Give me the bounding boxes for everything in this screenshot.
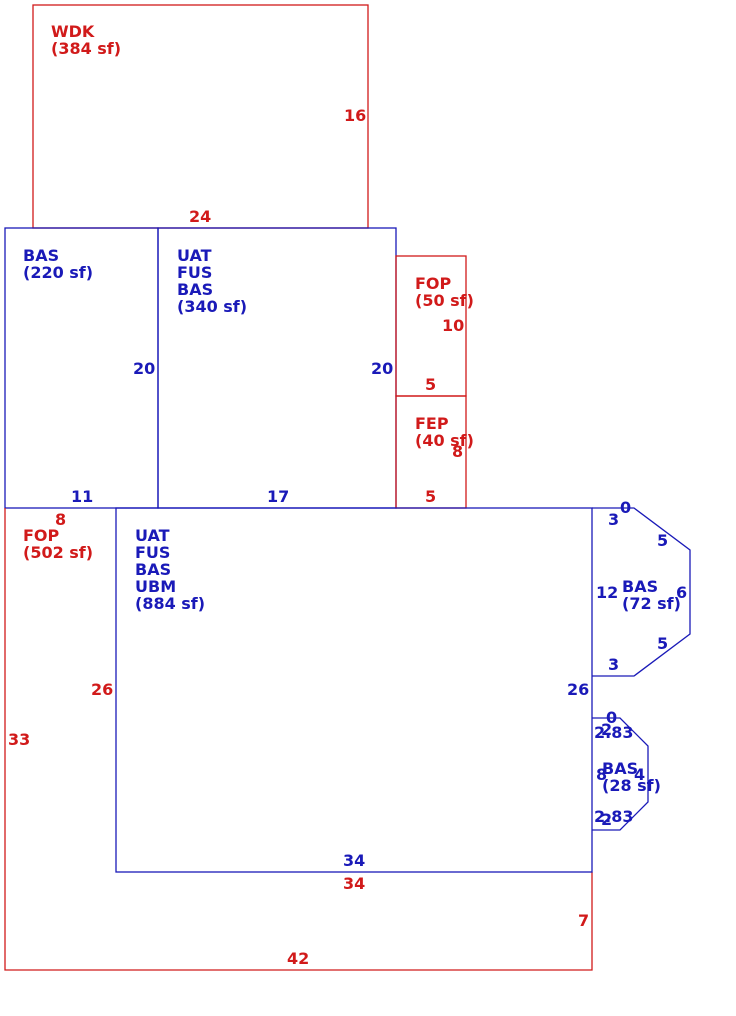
dim-fop-large-inner-side: 26	[91, 680, 113, 699]
dim-bas72-bottom-3: 3	[608, 655, 619, 674]
dim-bas28-bottom-2: 2	[601, 810, 612, 829]
dim-fop-large-top: 8	[55, 510, 66, 529]
dim-fep-bottom: 5	[425, 487, 436, 506]
dim-fop-small-bottom: 5	[425, 375, 436, 394]
dim-fop-large-outer-side: 33	[8, 730, 30, 749]
dim-fop-large-inner-bottom: 34	[343, 874, 365, 893]
dim-bas72-top-0: 0	[620, 498, 631, 517]
dim-bas72-inner: 12	[596, 583, 618, 602]
bas-28-area-label: BAS (28 sf)	[602, 759, 661, 795]
dim-wdk-side: 16	[344, 106, 366, 125]
bas-72-area-label: BAS (72 sf)	[622, 577, 681, 613]
bas-72-outline	[592, 507, 691, 677]
fop-small-area-label: FOP (50 sf)	[415, 274, 474, 310]
dim-wdk-bottom: 24	[189, 207, 211, 226]
fop-large-area-label: FOP (502 sf)	[23, 526, 93, 562]
dim-bas72-right: 6	[676, 583, 687, 602]
dim-bas28-top-0: 0	[606, 708, 617, 727]
dim-main-bottom: 34	[343, 851, 365, 870]
dim-bas28-top-283: 2.83	[594, 723, 633, 742]
fop-large-outline	[4, 508, 593, 971]
dim-fop-large-right: 7	[578, 911, 589, 930]
dim-bas72-top-3: 3	[608, 510, 619, 529]
dim-main-right: 26	[567, 680, 589, 699]
main-area-label: UAT FUS BAS UBM (884 sf)	[135, 526, 205, 613]
bas-left-area-label: BAS (220 sf)	[23, 246, 93, 282]
fep-area-label: FEP (40 sf)	[415, 414, 474, 450]
dim-bas-left-side: 20	[133, 359, 155, 378]
dim-bas72-diag-bottom: 5	[657, 634, 668, 653]
bas-mid-area-label: UAT FUS BAS (340 sf)	[177, 246, 247, 316]
dim-bas-left-bottom: 11	[71, 487, 93, 506]
main-outline	[115, 507, 593, 873]
bas-28-outline	[592, 717, 649, 831]
dim-bas-mid-side: 20	[371, 359, 393, 378]
dim-bas28-bottom-283: 2.83	[594, 807, 633, 826]
dim-bas72-diag-top: 5	[657, 531, 668, 550]
wdk-area-label: WDK (384 sf)	[51, 22, 121, 58]
dim-bas-mid-bottom: 17	[267, 487, 289, 506]
dim-fop-large-bottom: 42	[287, 949, 309, 968]
dim-fop-small-side: 10	[442, 316, 464, 335]
dim-fep-side: 8	[452, 442, 463, 461]
dim-bas28-top-2: 2	[601, 720, 612, 739]
dim-bas28-right: 4	[634, 765, 645, 784]
dim-bas28-inner: 8	[596, 765, 607, 784]
